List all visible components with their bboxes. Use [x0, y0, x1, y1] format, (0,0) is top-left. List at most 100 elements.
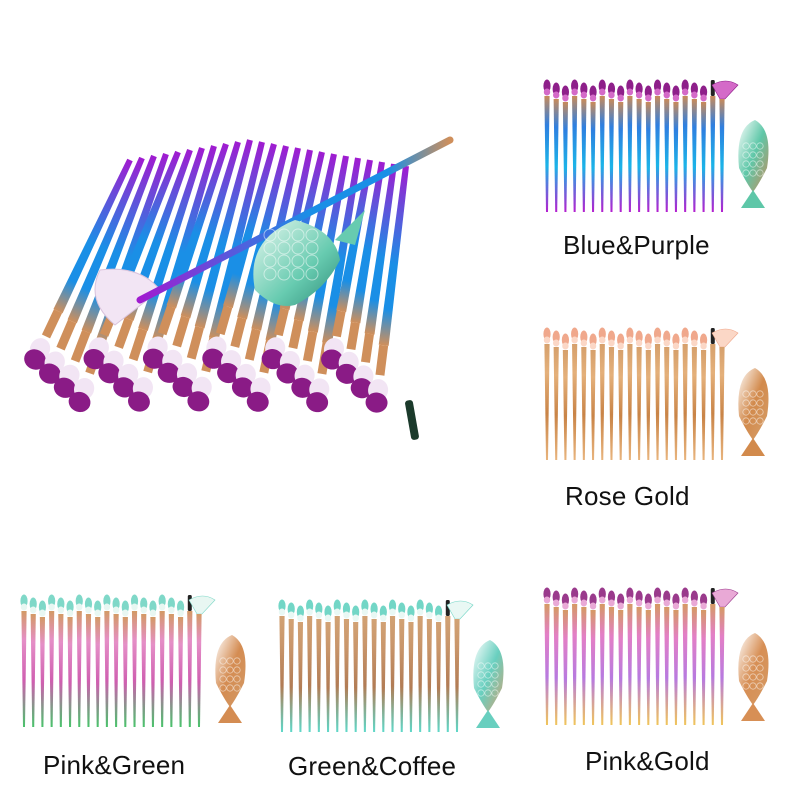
- brush: [324, 605, 332, 732]
- brush: [663, 590, 671, 725]
- brush: [653, 79, 662, 212]
- brush: [589, 85, 597, 212]
- brush: [598, 587, 606, 725]
- variant-label-green-coffee: Green&Coffee: [288, 751, 457, 781]
- brush: [24, 158, 133, 370]
- brush: [379, 605, 387, 732]
- brush: [580, 82, 588, 212]
- brush: [57, 597, 65, 727]
- mermaid-brush: [253, 210, 365, 306]
- brush: [48, 594, 56, 727]
- brush: [635, 590, 643, 725]
- brush: [278, 599, 286, 732]
- brush: [690, 82, 698, 212]
- brush: [598, 327, 606, 460]
- brush: [607, 590, 616, 725]
- brush: [672, 593, 680, 725]
- brush: [342, 602, 351, 732]
- brush: [552, 82, 560, 212]
- brush: [38, 156, 145, 384]
- brush-set-image-pink-green: [20, 594, 246, 727]
- brush: [653, 327, 662, 460]
- brush: [626, 79, 634, 212]
- brush: [333, 599, 341, 732]
- brush: [335, 161, 385, 384]
- brush: [617, 333, 625, 460]
- brush: [38, 600, 47, 727]
- brush: [315, 602, 323, 732]
- brush: [121, 600, 129, 727]
- brush: [167, 597, 175, 727]
- brush: [571, 327, 579, 460]
- brush: [561, 85, 570, 212]
- variant-panel-green-coffee: [270, 590, 515, 740]
- brush: [580, 330, 588, 460]
- brush: [75, 594, 83, 727]
- brush: [287, 602, 295, 732]
- brush: [350, 163, 397, 399]
- brush: [681, 79, 689, 212]
- brush: [681, 327, 689, 460]
- brush: [617, 85, 625, 212]
- brush: [29, 597, 37, 727]
- brush: [711, 328, 739, 460]
- variant-label-blue-purple: Blue&Purple: [563, 230, 710, 260]
- variant-panel-pink-green: [12, 585, 257, 735]
- brush: [416, 599, 424, 732]
- brush: [663, 82, 671, 212]
- variant-panel-rose-gold: [535, 318, 780, 468]
- brush: [94, 600, 102, 727]
- brush: [644, 333, 652, 460]
- brush: [635, 82, 643, 212]
- brush: [607, 82, 616, 212]
- brush: [361, 599, 369, 732]
- brush: [388, 599, 397, 732]
- brush: [398, 602, 406, 732]
- mermaid-brush: [215, 635, 246, 723]
- hero-product-photo: [10, 120, 520, 460]
- brush: [681, 587, 689, 725]
- brush: [672, 333, 680, 460]
- brush: [571, 79, 579, 212]
- brush: [187, 595, 193, 727]
- brush: [617, 593, 625, 725]
- brush-set-image-green-coffee: [278, 599, 504, 732]
- brush: [84, 597, 93, 727]
- brush: [663, 330, 671, 460]
- variant-label-pink-gold: Pink&Gold: [585, 746, 710, 776]
- brush: [543, 79, 551, 212]
- brush: [710, 328, 716, 460]
- brush: [690, 590, 698, 725]
- brush: [352, 605, 360, 732]
- brush: [711, 80, 739, 212]
- brush: [434, 605, 443, 732]
- brush: [699, 593, 708, 725]
- brush: [580, 590, 588, 725]
- variant-panel-pink-gold: [535, 578, 780, 733]
- brush: [699, 85, 708, 212]
- brush: [635, 330, 643, 460]
- brush: [653, 587, 662, 725]
- mermaid-brush: [738, 368, 769, 456]
- brush: [130, 594, 139, 727]
- spoolie-brush: [405, 400, 419, 440]
- brush: [140, 597, 148, 727]
- brush: [699, 333, 708, 460]
- brush: [543, 587, 551, 725]
- brush: [711, 588, 739, 725]
- brush: [172, 139, 253, 398]
- brush: [202, 143, 277, 369]
- brush: [445, 600, 451, 732]
- hero-brush-set-image: [24, 136, 454, 440]
- mermaid-brush: [473, 640, 504, 728]
- brush: [425, 602, 433, 732]
- brush: [149, 600, 157, 727]
- brush: [644, 593, 652, 725]
- variant-panel-blue-purple: [535, 70, 780, 220]
- brush: [561, 333, 570, 460]
- brush: [644, 85, 652, 212]
- brush: [66, 600, 74, 727]
- brush: [571, 587, 579, 725]
- brush: [112, 597, 120, 727]
- brush: [365, 165, 409, 413]
